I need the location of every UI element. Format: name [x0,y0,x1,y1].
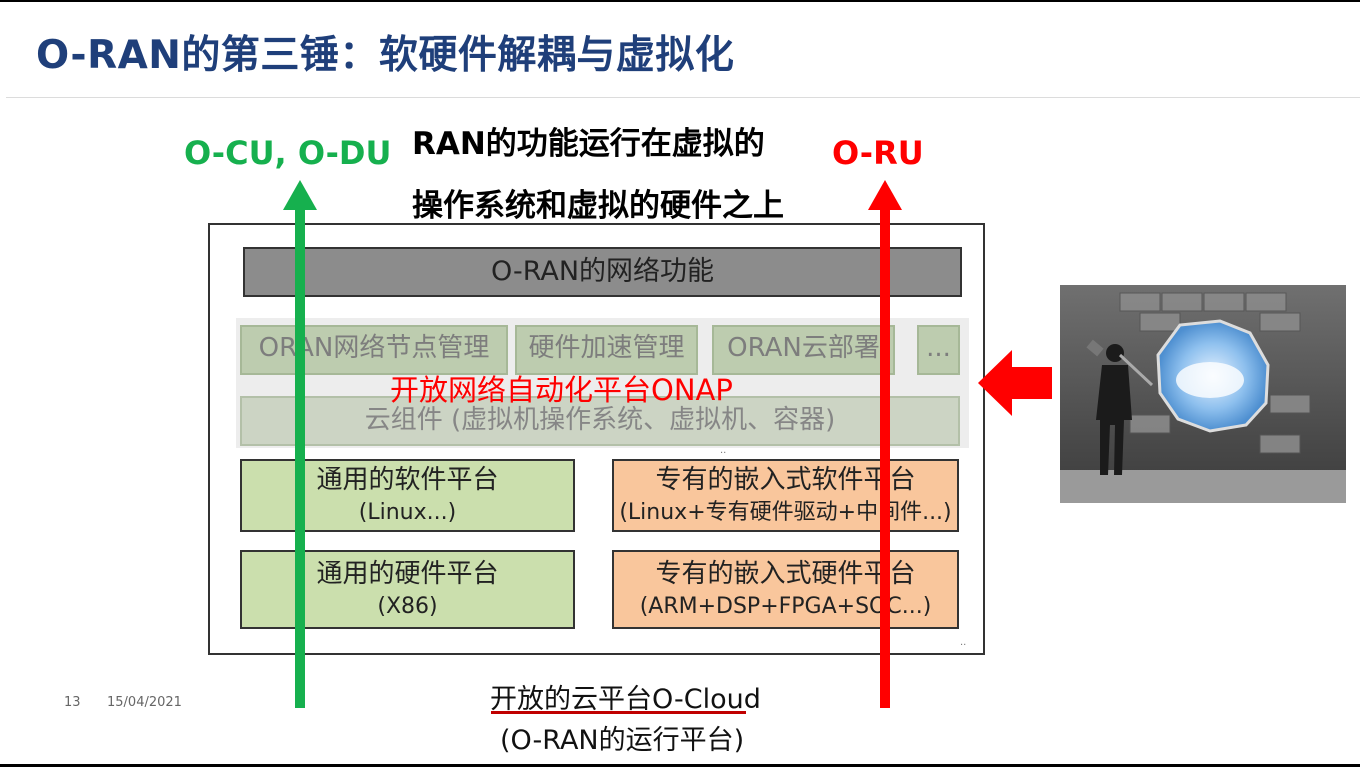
oran-network-function-bar: O-RAN的网络功能 [243,247,962,297]
dedicated-software-platform: 专有的嵌入式软件平台 (Linux+专有硬件驱动+中间件...) [612,459,959,532]
o-ru-label: O-RU [832,134,924,172]
cloud-components-bar: 云组件 (虚拟机操作系统、虚拟机、容器) [240,396,960,446]
caption-line-2: 操作系统和虚拟的硬件之上 [412,188,784,224]
title-divider [6,97,1360,98]
dedicated-hardware-platform: 专有的嵌入式硬件平台 (ARM+DSP+FPGA+SOC...) [612,550,959,629]
general-software-title: 通用的软件平台 [316,464,499,495]
general-hardware-platform: 通用的硬件平台 (X86) [240,550,575,629]
onap-label: 开放网络自动化平台ONAP [390,373,733,407]
dedicated-hardware-title: 专有的嵌入式硬件平台 [655,558,916,589]
o-cloud-title: 开放的云平台O-Cloud [490,684,761,715]
general-software-sub: (Linux...) [358,499,457,525]
caption-line-1: RAN的功能运行在虚拟的 [412,126,765,162]
o-cloud-underline [491,711,746,714]
general-software-platform: 通用的软件平台 (Linux...) [240,459,575,532]
left-arrow-icon [978,350,1052,416]
o-cloud-subtitle: (O-RAN的运行平台) [500,725,745,756]
o-ru-arrow-head [868,180,902,210]
o-cu-du-label: O-CU, O-DU [184,134,392,172]
slide-number: 13 [64,695,81,710]
more-box: ... [917,325,960,375]
o-cu-du-arrow-head [283,180,317,210]
general-hardware-sub: (X86) [377,593,438,619]
o-ru-arrow-shaft [880,205,890,708]
general-hardware-title: 通用的硬件平台 [316,558,499,589]
wall-breaking-illustration [1060,292,1346,503]
o-cu-du-arrow-shaft [295,205,305,708]
dedicated-software-sub: (Linux+专有硬件驱动+中间件...) [619,499,952,525]
slide-title: O-RAN的第三锤：软硬件解耦与虚拟化 [36,33,735,78]
slide-date: 15/04/2021 [107,695,182,710]
onap-overlay [236,318,969,448]
frame-marker: ·· [960,640,967,651]
oran-cloud-deploy-box: ORAN云部署 [712,325,895,375]
dedicated-software-title: 专有的嵌入式软件平台 [655,464,916,495]
wall-breaking-photo [1060,285,1346,503]
bottom-border [0,764,1360,767]
hardware-acceleration-box: 硬件加速管理 [515,325,698,375]
frame-marker: ·· [720,448,727,459]
top-border [0,0,1360,2]
